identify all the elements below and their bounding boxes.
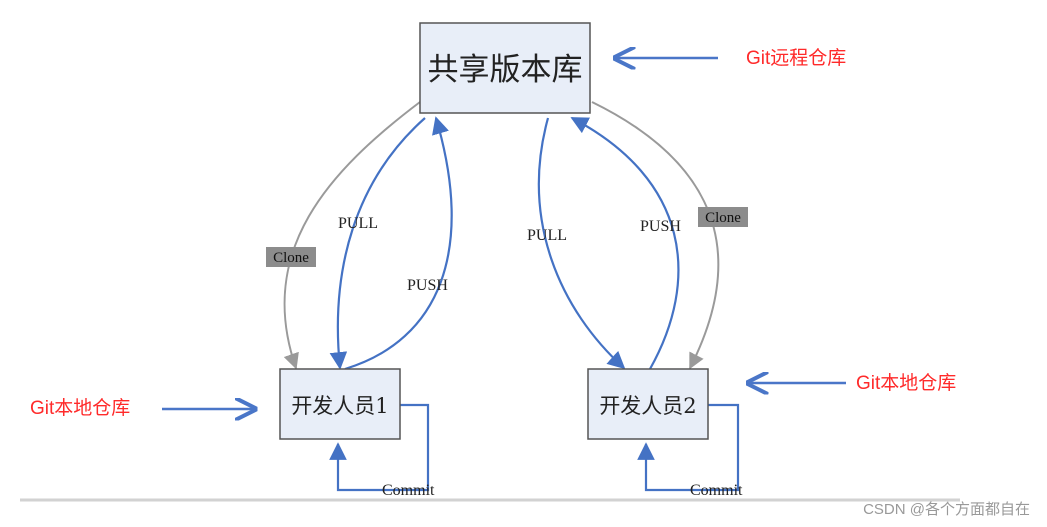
push-arrow-left xyxy=(344,116,453,371)
commit-label-right: Commit xyxy=(690,482,743,499)
pull-label-right: PULL xyxy=(527,227,567,244)
clone-arrow-right xyxy=(591,101,720,370)
pull-arrow-right xyxy=(537,117,626,370)
commit-loop-left xyxy=(329,403,430,492)
commit-loop-right xyxy=(637,403,740,492)
push-label-right: PUSH xyxy=(640,218,681,235)
clone-arrow-left xyxy=(283,101,421,370)
node-shared-repo-label: 共享版本库 xyxy=(428,52,583,88)
push-label-left: PUSH xyxy=(407,277,448,294)
pull-label-left: PULL xyxy=(338,215,378,232)
clone-label-right-text: Clone xyxy=(705,210,741,226)
node-developer-1: 开发人员1 xyxy=(279,368,401,440)
annotation-local-repo-right: Git本地仓库 xyxy=(856,372,956,394)
clone-label-right: Clone xyxy=(698,207,748,227)
node-developer-2: 开发人员2 xyxy=(587,368,709,440)
clone-label-left-text: Clone xyxy=(273,250,309,266)
node-developer-2-label: 开发人员2 xyxy=(599,394,696,418)
annotation-remote-repo: Git远程仓库 xyxy=(746,47,846,69)
node-shared-repo: 共享版本库 xyxy=(419,22,591,114)
watermark: CSDN @各个方面都自在 xyxy=(863,501,1030,518)
node-developer-1-label: 开发人员1 xyxy=(291,394,388,418)
annotation-local-repo-left: Git本地仓库 xyxy=(30,397,130,419)
clone-label-left: Clone xyxy=(266,247,316,267)
pull-arrow-left xyxy=(329,117,426,370)
push-arrow-right xyxy=(570,117,680,370)
commit-label-left: Commit xyxy=(382,482,435,499)
